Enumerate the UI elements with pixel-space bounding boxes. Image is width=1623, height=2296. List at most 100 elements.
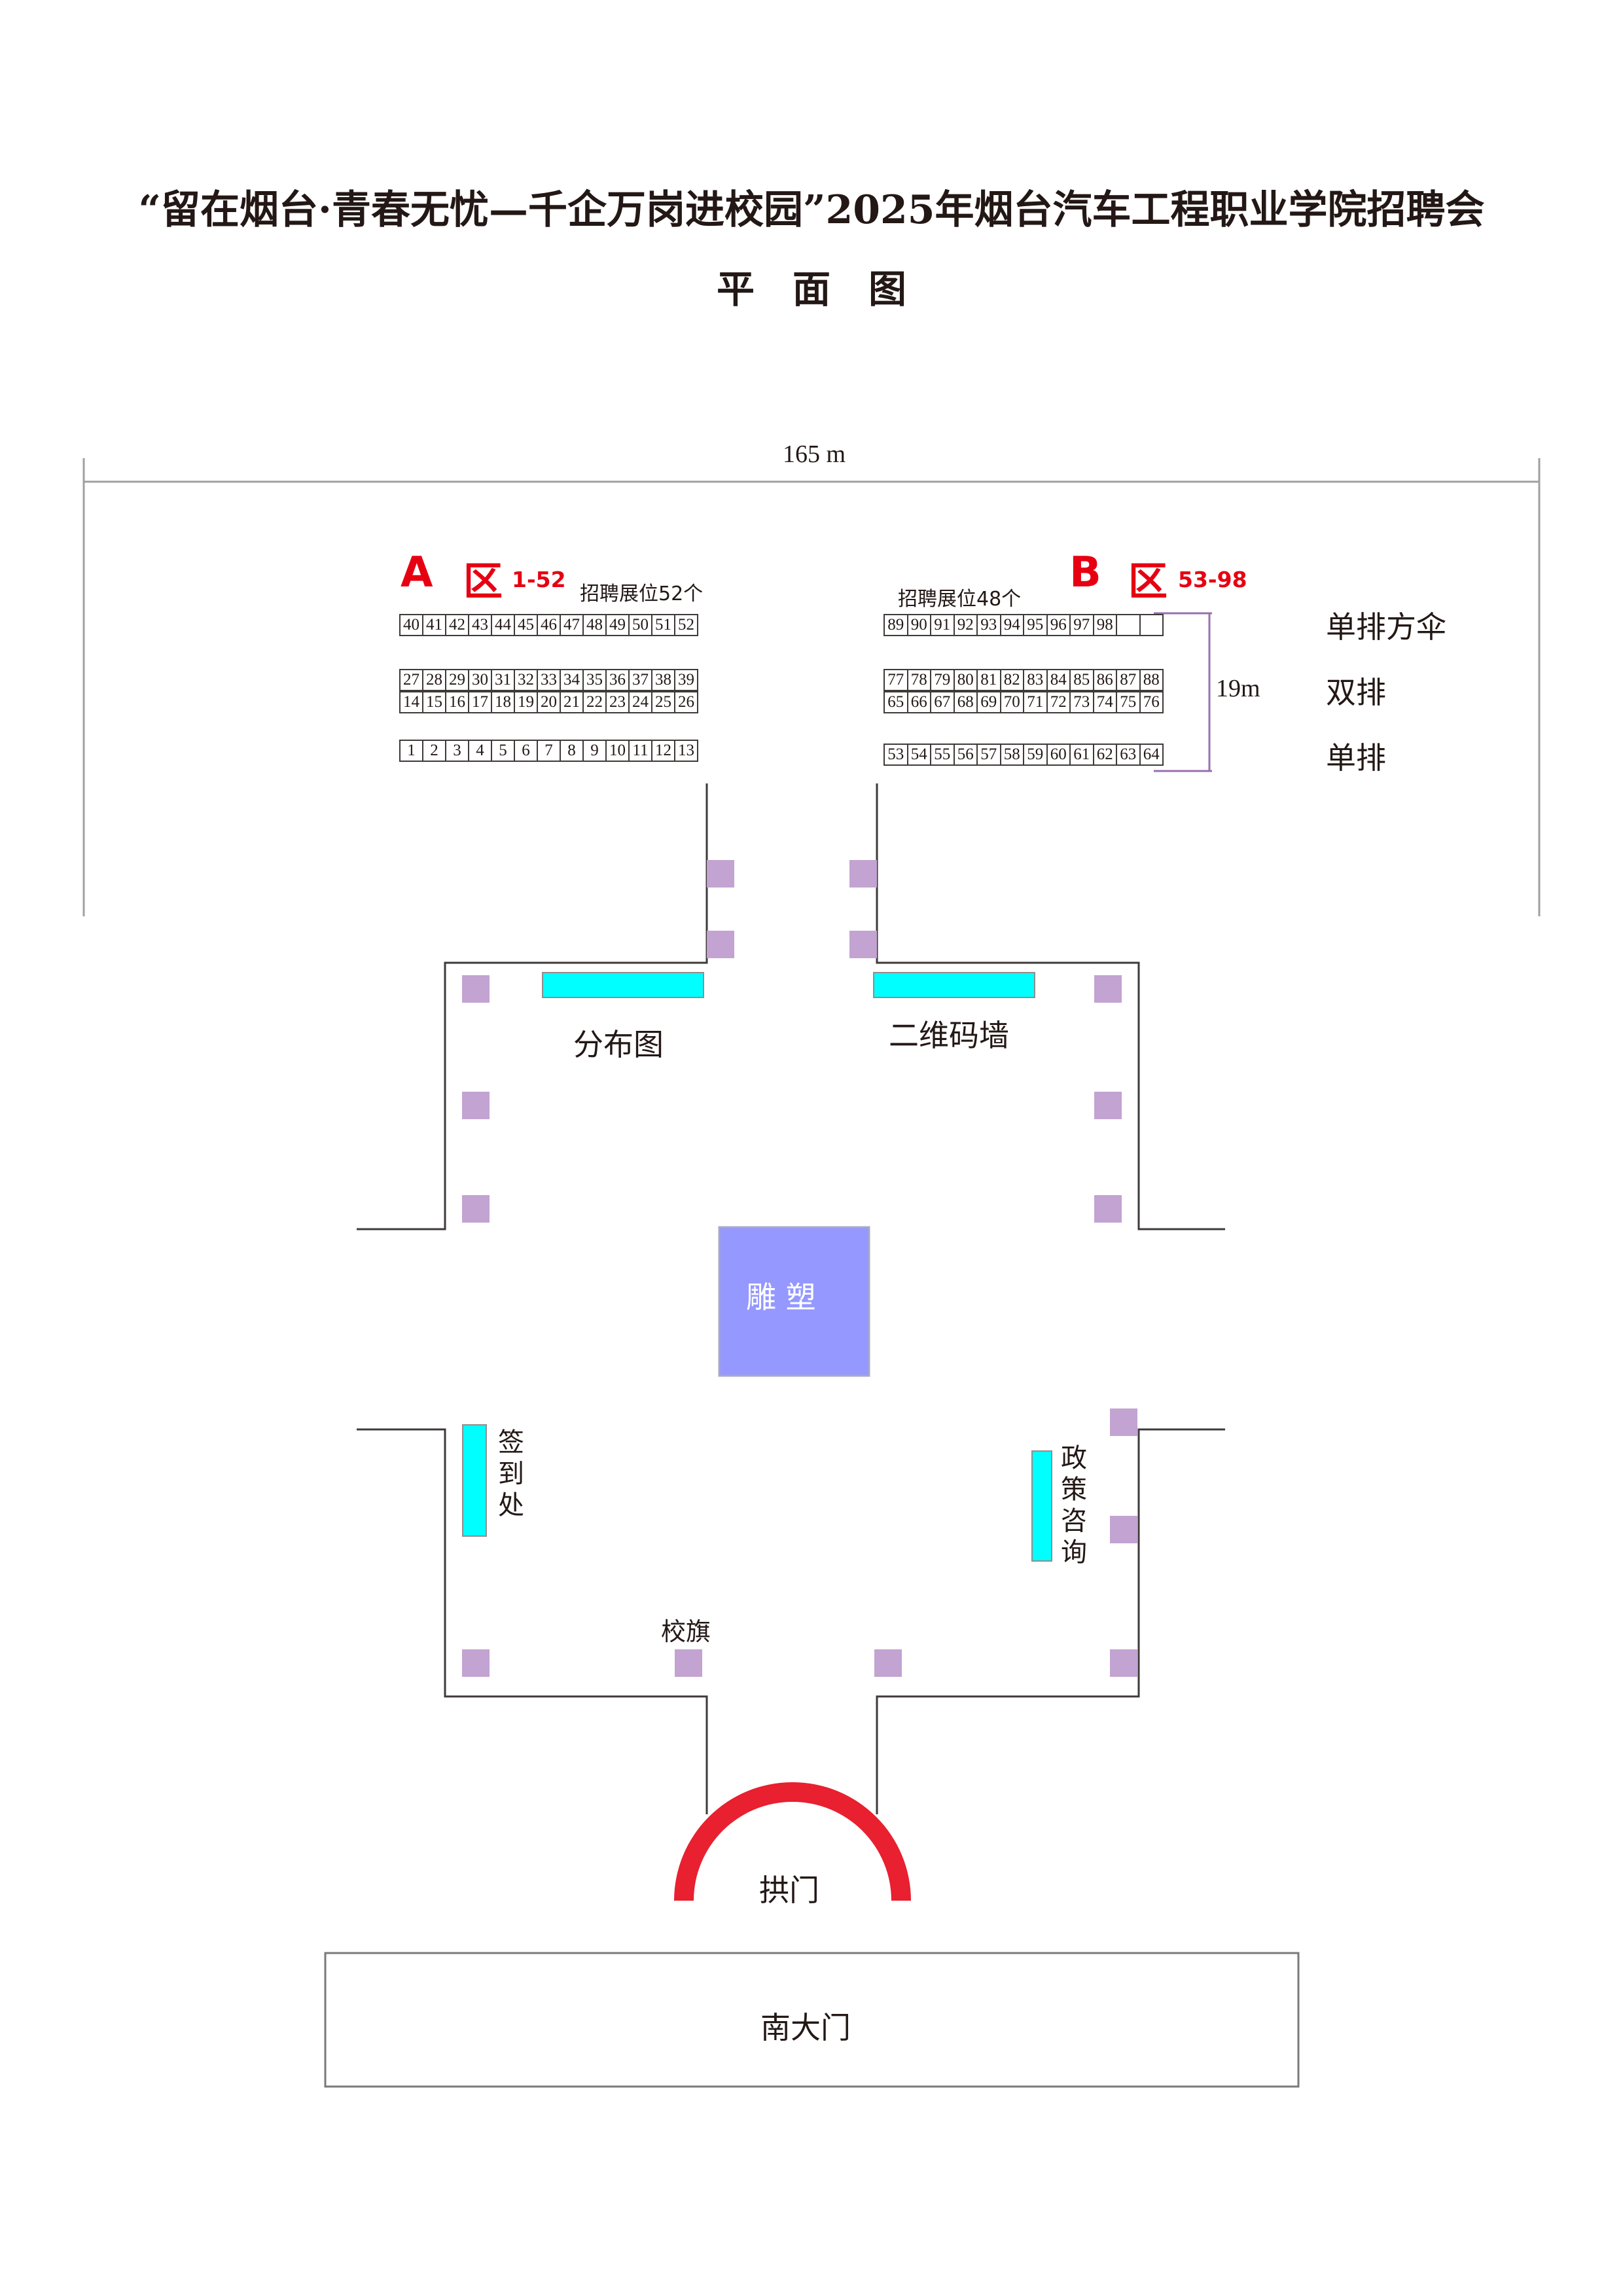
policy-char: 政	[1061, 1443, 1087, 1473]
booth: 25	[651, 691, 675, 713]
booth: 48	[582, 614, 607, 636]
booth: 60	[1046, 744, 1071, 766]
qr-wall-board	[873, 972, 1035, 998]
pillar	[1094, 975, 1122, 1003]
booth: 78	[906, 669, 931, 691]
booth: 56	[953, 744, 978, 766]
booth: 87	[1116, 669, 1141, 691]
booth: 71	[1023, 691, 1048, 713]
booth: 24	[628, 691, 652, 713]
booth: 1	[399, 740, 423, 762]
booth: 85	[1069, 669, 1094, 691]
row-type-middle: 双排	[1326, 675, 1386, 710]
check-in-label: 签 到 处	[496, 1427, 526, 1521]
booth: 74	[1092, 691, 1117, 713]
booth: 15	[422, 691, 446, 713]
booth: 92	[953, 614, 978, 636]
booth: 96	[1046, 614, 1071, 636]
booth: 90	[906, 614, 931, 636]
booth: 68	[953, 691, 978, 713]
booth: 91	[930, 614, 955, 636]
zone-a-range: 1-52	[512, 567, 566, 592]
booth: 41	[422, 614, 446, 636]
booth: 29	[445, 669, 469, 691]
pillar	[874, 1649, 902, 1677]
booth: 45	[514, 614, 538, 636]
school-flag-pillar	[675, 1649, 702, 1677]
sculpture-label: 雕 塑	[746, 1280, 816, 1315]
booth: 98	[1092, 614, 1117, 636]
booth: 18	[491, 691, 515, 713]
south-gate-label: 南大门	[760, 2010, 851, 2045]
booth: 53	[883, 744, 908, 766]
booth: 5	[491, 740, 515, 762]
booth: 2	[422, 740, 446, 762]
policy-desk	[1031, 1450, 1052, 1562]
booth: 32	[514, 669, 538, 691]
pillar	[462, 1649, 490, 1677]
pillar	[707, 931, 734, 958]
booth: 14	[399, 691, 423, 713]
page-title: “留在烟台·青春无忧—千企万岗进校园”2025年烟台汽车工程职业学院招聘会	[138, 187, 1485, 233]
booth: 8	[560, 740, 584, 762]
booth: 75	[1116, 691, 1141, 713]
booth: 97	[1069, 614, 1094, 636]
booth: 61	[1069, 744, 1094, 766]
booth: 3	[445, 740, 469, 762]
booth: 54	[906, 744, 931, 766]
distribution-map-board	[542, 972, 704, 998]
booth: 13	[674, 740, 698, 762]
booth: 30	[468, 669, 492, 691]
pillar	[1094, 1195, 1122, 1223]
plaza-walls	[357, 783, 1225, 1814]
booth: 76	[1139, 691, 1164, 713]
booth: 89	[883, 614, 908, 636]
pillar	[462, 1195, 490, 1223]
booth: 11	[628, 740, 652, 762]
booth: 52	[674, 614, 698, 636]
booth: 93	[976, 614, 1001, 636]
width-dimension	[82, 458, 1541, 916]
booth: 17	[468, 691, 492, 713]
check-in-char: 签	[498, 1427, 524, 1458]
booth: 62	[1092, 744, 1117, 766]
south-gate-box	[324, 1952, 1300, 2088]
qr-wall-label: 二维码墙	[889, 1018, 1009, 1053]
booth: 88	[1139, 669, 1164, 691]
booth: 58	[999, 744, 1024, 766]
arch-label: 拱门	[759, 1873, 819, 1908]
zone-b-letter: B	[1069, 548, 1101, 597]
page-subtitle: 平 面 图	[716, 267, 906, 312]
check-in-char: 处	[498, 1490, 524, 1520]
booth: 35	[582, 669, 607, 691]
distribution-map-label: 分布图	[573, 1027, 664, 1062]
booth: 64	[1139, 744, 1164, 766]
booth: 21	[560, 691, 584, 713]
row-type-top: 单排方伞	[1326, 609, 1446, 645]
arch-shape	[674, 1782, 911, 1901]
booth: 55	[930, 744, 955, 766]
pillar	[1094, 1092, 1122, 1119]
booth: 38	[651, 669, 675, 691]
booth: 67	[930, 691, 955, 713]
booth: 39	[674, 669, 698, 691]
booth: 86	[1092, 669, 1117, 691]
booth: 69	[976, 691, 1001, 713]
booth: 83	[1023, 669, 1048, 691]
booth: 20	[537, 691, 561, 713]
booth: 82	[999, 669, 1024, 691]
booth: 12	[651, 740, 675, 762]
policy-char: 策	[1061, 1475, 1087, 1505]
booth: 57	[976, 744, 1001, 766]
booth: 80	[953, 669, 978, 691]
booth: 49	[605, 614, 630, 636]
booth: 31	[491, 669, 515, 691]
